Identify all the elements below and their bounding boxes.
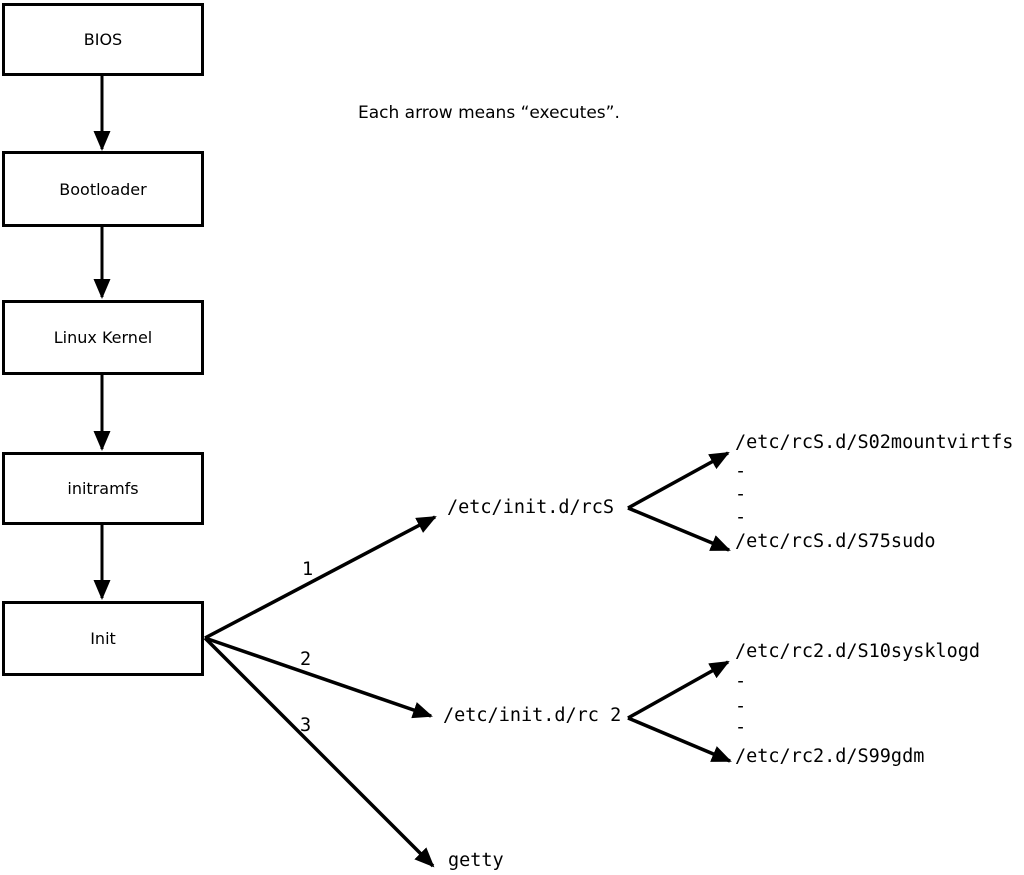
arrow-init-to-rcs: [204, 515, 437, 640]
rcs-child-s02mountvirtfs: /etc/rcS.d/S02mountvirtfs: [735, 432, 1014, 453]
arrow-rc2-to-s99gdm: [627, 716, 732, 763]
box-bootloader-label: Bootloader: [59, 179, 147, 199]
box-bios-label: BIOS: [83, 30, 123, 49]
note-arrow-meaning: Each arrow means “executes”.: [358, 103, 620, 123]
target-getty: getty: [448, 850, 504, 871]
rc2-child-dash-2: -: [735, 696, 747, 717]
arrow-init-to-rc2: [204, 636, 433, 719]
rcs-child-dash-2: -: [735, 484, 747, 505]
rcs-child-dash-3: -: [735, 507, 747, 528]
arrow-init-to-getty: [203, 636, 435, 868]
arrow-rc2-to-s10sysklogd: [627, 660, 730, 720]
box-initramfs-label: initramfs: [67, 479, 139, 498]
box-initramfs: initramfs: [2, 452, 204, 525]
box-init-label: Init: [90, 629, 116, 648]
target-rc2-script: /etc/init.d/rc 2: [443, 705, 622, 726]
branch-number-3: 3: [300, 715, 312, 736]
arrow-rcs-to-s75sudo: [627, 506, 731, 552]
box-bootloader: Bootloader: [2, 151, 204, 227]
branch-number-2: 2: [300, 649, 312, 670]
branch-number-1: 1: [302, 559, 314, 580]
box-bios: BIOS: [2, 3, 204, 76]
rc2-child-dash-1: -: [735, 671, 747, 692]
box-linux-kernel-label: Linux Kernel: [53, 328, 153, 347]
rc2-child-s10sysklogd: /etc/rc2.d/S10sysklogd: [735, 641, 981, 662]
box-init: Init: [2, 601, 204, 676]
target-rcs-script: /etc/init.d/rcS: [447, 497, 615, 518]
rcs-child-dash-1: -: [735, 461, 747, 482]
box-linux-kernel: Linux Kernel: [2, 300, 204, 375]
rc2-child-s99gdm: /etc/rc2.d/S99gdm: [735, 746, 925, 767]
rcs-child-s75sudo: /etc/rcS.d/S75sudo: [735, 531, 936, 552]
rc2-child-dash-3: -: [735, 717, 747, 738]
arrow-rcs-to-s02mountvirtfs: [627, 451, 730, 510]
